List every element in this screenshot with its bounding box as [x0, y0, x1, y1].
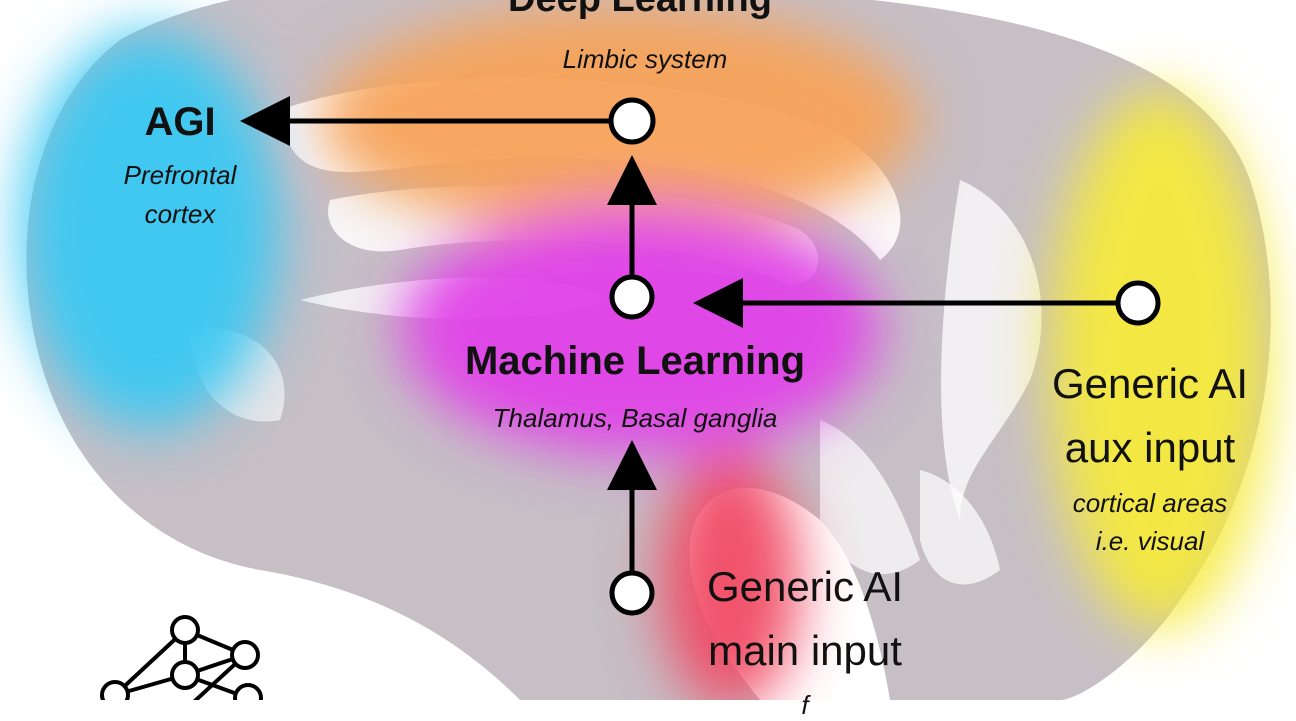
limbic-system-label: Limbic system [562, 44, 728, 74]
prefrontal-region [20, 30, 280, 430]
main-input-sub-line1: f [801, 690, 809, 720]
nodes [608, 97, 1161, 616]
thalamus-region [400, 205, 880, 455]
node-machine-learning [609, 274, 655, 320]
visual-region [1050, 90, 1270, 630]
aux-input-title-line2: aux input [1064, 424, 1236, 471]
node-aux-input [1115, 280, 1161, 326]
deep-learning-title: Deep Learning [430, 0, 850, 21]
aux-input-sub-line2: i.e. visual [1095, 526, 1205, 556]
neural-network-icon [100, 615, 263, 700]
prefrontal-label-line1: Prefrontal [123, 160, 237, 190]
thalamus-basal-ganglia-label: Thalamus, Basal ganglia [492, 403, 778, 433]
aux-input-title-line1: Generic AI [1051, 360, 1249, 407]
arrows [240, 96, 1118, 573]
node-main-input [609, 570, 655, 616]
prefrontal-label-line2: cortex [144, 199, 216, 229]
main-input-title-line2: main input [708, 627, 902, 674]
agi-title: AGI [144, 100, 216, 144]
aux-input-sub-line1: cortical areas [1072, 488, 1228, 518]
brainstem-region [660, 450, 800, 700]
machine-learning-title: Machine Learning [464, 339, 806, 383]
brain-diagram [20, 0, 1271, 700]
main-input-title-line1: Generic AI [706, 563, 904, 610]
node-deep-learning [608, 97, 656, 145]
